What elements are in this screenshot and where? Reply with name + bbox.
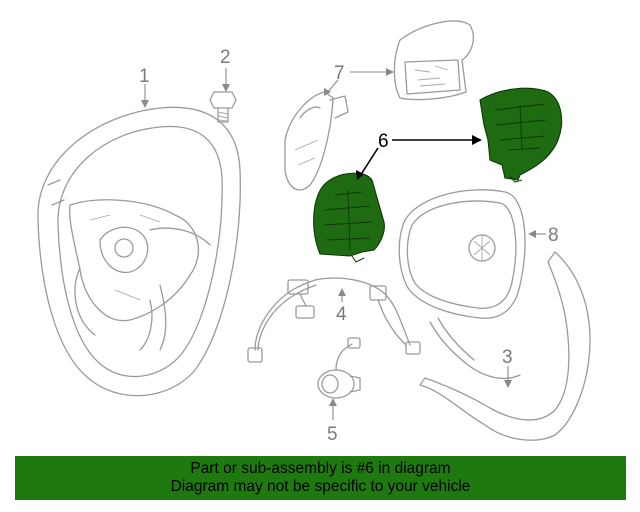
svg-text:1: 1 <box>139 66 150 87</box>
callout-1: 1 <box>139 66 150 108</box>
callout-3: 3 <box>502 347 513 388</box>
svg-text:4: 4 <box>336 304 347 325</box>
callout-7: 7 <box>324 63 394 96</box>
svg-text:2: 2 <box>220 47 231 68</box>
svg-text:3: 3 <box>502 347 513 368</box>
part-info-banner: Part or sub-assembly is #6 in diagram Di… <box>15 456 626 500</box>
banner-line-disclaimer: Diagram may not be specific to your vehi… <box>170 478 471 495</box>
callout-6: 6 <box>356 131 482 180</box>
switch-panel-part <box>284 20 474 191</box>
wiring-harness-part <box>247 277 421 363</box>
callout-5: 5 <box>327 398 338 445</box>
svg-text:7: 7 <box>334 63 345 84</box>
trim-cover-part <box>419 251 591 441</box>
svg-text:5: 5 <box>327 424 338 445</box>
vibration-motor-part <box>317 337 361 399</box>
callout-8: 8 <box>528 225 559 246</box>
bolt-part <box>209 91 237 123</box>
callout-4: 4 <box>336 288 347 325</box>
parts-diagram: 1 2 7 6 8 4 3 5 <box>37 20 591 445</box>
steering-wheel-part <box>37 106 241 397</box>
airbag-module-part <box>398 189 526 319</box>
switch-button-right-part <box>479 87 563 183</box>
callout-2: 2 <box>220 47 231 92</box>
banner-line-part: Part or sub-assembly is #6 in diagram <box>190 460 451 477</box>
switch-button-left-part <box>313 172 385 263</box>
svg-text:6: 6 <box>378 131 389 152</box>
svg-text:8: 8 <box>548 225 559 246</box>
